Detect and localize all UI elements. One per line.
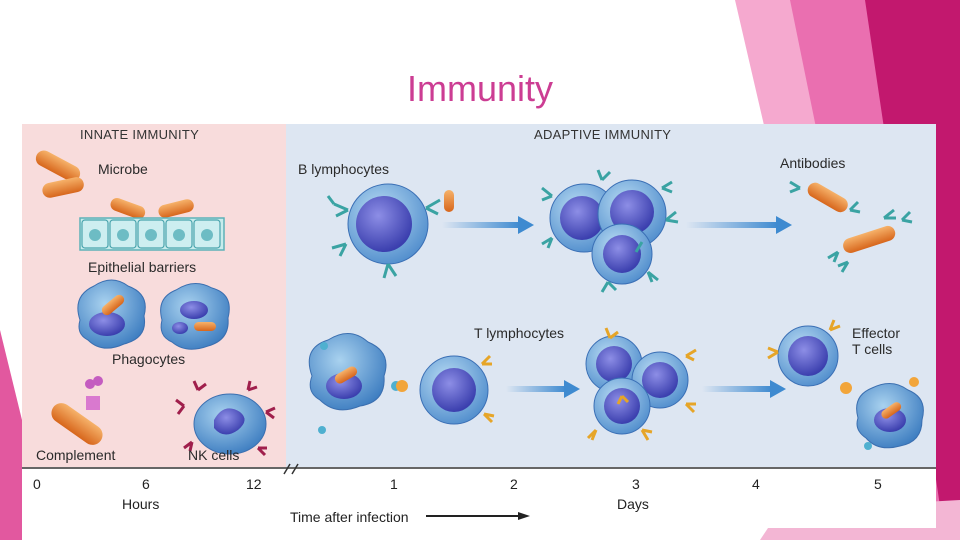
- t-presenting-cell: [308, 333, 408, 434]
- antibodies-label: Antibodies: [780, 155, 846, 171]
- antibodies-graphic: [789, 180, 913, 273]
- arrow-t-to-proliferation: [506, 380, 580, 398]
- left-pink-triangle: [0, 330, 22, 540]
- tick-day-5: 5: [874, 476, 882, 492]
- tick-day-3: 3: [632, 476, 640, 492]
- innate-immunity-header: INNATE IMMUNITY: [80, 127, 200, 142]
- effector-label-line2: T cells: [852, 341, 893, 357]
- b-lymphocytes-label: B lymphocytes: [298, 161, 390, 177]
- immunity-figure: INNATE IMMUNITY ADAPTIVE IMMUNITY Microb…: [22, 124, 936, 528]
- effector-label-line1: Effector: [852, 325, 900, 341]
- arrow-b-to-plasma: [442, 216, 534, 234]
- slide-title: Immunity: [406, 68, 554, 109]
- tick-day-1: 1: [390, 476, 398, 492]
- microbe-group: [35, 150, 194, 219]
- t-lymphocytes-label: T lymphocytes: [474, 325, 564, 341]
- tick-day-4: 4: [752, 476, 760, 492]
- tick-day-2: 2: [510, 476, 518, 492]
- tick-hours-12: 12: [246, 476, 262, 492]
- t-lymphocyte-cell: [419, 354, 495, 425]
- tick-hours-6: 6: [142, 476, 150, 492]
- epithelial-barriers-label: Epithelial barriers: [88, 259, 197, 275]
- arrow-plasma-to-antibodies: [686, 216, 792, 234]
- time-after-infection-label: Time after infection: [290, 509, 409, 525]
- figure-artwork: [22, 124, 936, 528]
- microbe-label: Microbe: [98, 161, 148, 177]
- nk-cells-label: NK cells: [188, 447, 240, 463]
- complement-label: Complement: [36, 447, 116, 463]
- phagocyte-cells: [77, 279, 230, 350]
- effector-t-cells: [767, 319, 924, 450]
- nk-cell-graphic: [175, 380, 276, 457]
- days-axis-label: Days: [617, 496, 649, 512]
- axis-panel: [22, 468, 936, 528]
- complement-graphic: [51, 376, 103, 445]
- epithelial-barrier: [79, 217, 225, 251]
- effector-t-cells-label: Effector T cells: [852, 325, 900, 357]
- time-axis: [22, 463, 936, 520]
- arrow-t-to-effector: [702, 380, 786, 398]
- t-cell-cluster: [585, 327, 697, 441]
- phagocytes-label: Phagocytes: [112, 351, 186, 367]
- hours-axis-label: Hours: [122, 496, 160, 512]
- b-cell-cluster: [541, 169, 679, 293]
- b-lymphocyte-cell: [326, 183, 454, 279]
- adaptive-immunity-header: ADAPTIVE IMMUNITY: [534, 127, 672, 142]
- tick-hours-0: 0: [33, 476, 41, 492]
